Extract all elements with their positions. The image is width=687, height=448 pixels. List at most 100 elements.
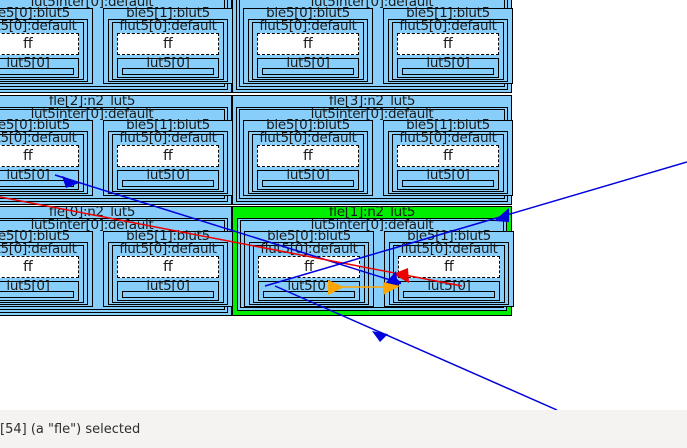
- lut-inner-rect: [0, 291, 74, 298]
- fle-inner-frame: lut5inter[0]:defaultble5[0]:blut5flut5[0…: [0, 217, 233, 313]
- ff-block[interactable]: ff: [0, 256, 79, 278]
- ff-block[interactable]: ff: [397, 145, 499, 167]
- lut-block[interactable]: lut5[0]: [117, 278, 219, 301]
- lut-block[interactable]: lut5[0]: [398, 279, 500, 301]
- lut-block[interactable]: lut5[0]: [397, 167, 499, 190]
- ble-label: ble5[0]:blut5: [0, 228, 70, 244]
- lut-label: lut5[0]: [6, 167, 50, 183]
- ble-label: ble5[0]:blut5: [0, 5, 70, 21]
- status-text: [54] (a "fle") selected: [0, 422, 141, 437]
- ble-label: ble5[1]:blut5: [406, 117, 490, 133]
- arrowhead-blue-left: [62, 176, 79, 188]
- lut5inter-block[interactable]: lut5inter[0]:defaultble5[0]:blut5flut5[0…: [0, 107, 233, 199]
- wire-blue-2: [264, 161, 687, 287]
- ble-label: ble5[0]:blut5: [0, 117, 70, 133]
- lut-block[interactable]: lut5[0]: [117, 168, 219, 190]
- ble-label: ble5[0]:blut5: [267, 228, 351, 244]
- ff-block[interactable]: ff: [117, 33, 219, 55]
- lut-block[interactable]: lut5[0]: [0, 56, 79, 78]
- flut-label: flut5[0]:default: [0, 18, 77, 34]
- lut-block[interactable]: lut5[0]: [397, 56, 499, 78]
- lut-label: lut5[0]: [146, 278, 190, 294]
- lut5inter-label: lut5inter[0]:default: [30, 217, 154, 233]
- flut-label: flut5[0]:default: [119, 130, 217, 146]
- lut-label: lut5[0]: [426, 167, 470, 183]
- fle-label: fle[3]:n2_lut5: [328, 93, 416, 109]
- fle-inner-frame: lut5inter[0]:defaultble5[0]:blut5flut5[0…: [0, 0, 233, 90]
- lut5inter-block[interactable]: lut5inter[0]:defaultble5[0]:blut5flut5[0…: [0, 0, 233, 87]
- lut5inter-label: lut5inter[0]:default: [310, 106, 434, 122]
- ff-block[interactable]: ff: [257, 145, 359, 167]
- fle-block[interactable]: fle[2]:n2_lut5lut5inter[0]:defaultble5[0…: [0, 0, 233, 93]
- ble-label: ble5[1]:blut5: [126, 5, 210, 21]
- lut-inner-rect: [402, 68, 494, 75]
- lut-inner-rect: [122, 291, 214, 298]
- ff-block[interactable]: ff: [0, 145, 79, 167]
- fle-inner-frame: lut5inter[0]:defaultble5[0]:blut5flut5[0…: [0, 107, 233, 202]
- flut-label: flut5[0]:default: [400, 241, 498, 257]
- ff-block[interactable]: ff: [0, 33, 79, 55]
- ff-block[interactable]: ff: [257, 33, 359, 55]
- flut-label: flut5[0]:default: [399, 18, 497, 34]
- lut5inter-block[interactable]: lut5inter[0]:defaultble5[0]:blut5flut5[0…: [0, 217, 233, 310]
- lut-block[interactable]: lut5[0]: [0, 167, 79, 190]
- lut-block[interactable]: lut5[0]: [117, 56, 219, 78]
- lut-block[interactable]: lut5[0]: [257, 167, 359, 190]
- lut-inner-rect: [122, 68, 214, 75]
- lut-label: lut5[0]: [286, 167, 330, 183]
- ble-label: ble5[1]:blut5: [407, 228, 491, 244]
- ff-block[interactable]: ff: [398, 256, 500, 278]
- lut-inner-rect: [402, 180, 494, 187]
- lut5inter-label: lut5inter[0]:default: [310, 0, 434, 10]
- wires-layer: [0, 161, 687, 410]
- diagram-canvas[interactable]: fle[2]:n2_lut5lut5inter[0]:defaultble5[0…: [0, 0, 687, 410]
- flut-label: flut5[0]:default: [0, 241, 77, 257]
- fle-block[interactable]: fle[2]:n2_lut5lut5inter[0]:defaultble5[0…: [0, 94, 233, 205]
- lut-block[interactable]: lut5[0]: [0, 279, 79, 301]
- lut-inner-rect: [262, 180, 354, 187]
- lut-inner-rect: [262, 68, 354, 75]
- ff-block[interactable]: ff: [117, 145, 219, 167]
- lut-label: lut5[0]: [287, 278, 331, 294]
- ble-label: ble5[1]:blut5: [126, 117, 210, 133]
- ff-block[interactable]: ff: [117, 256, 219, 278]
- fle-block[interactable]: fle[0]:n2_lut5lut5inter[0]:defaultble5[0…: [0, 205, 233, 316]
- lut-inner-rect: [263, 291, 355, 298]
- fle-block[interactable]: fle[3]:n2_lut5lut5inter[0]:defaultble5[0…: [232, 0, 513, 93]
- lut-block[interactable]: lut5[0]: [257, 56, 359, 78]
- ff-block[interactable]: ff: [397, 33, 499, 55]
